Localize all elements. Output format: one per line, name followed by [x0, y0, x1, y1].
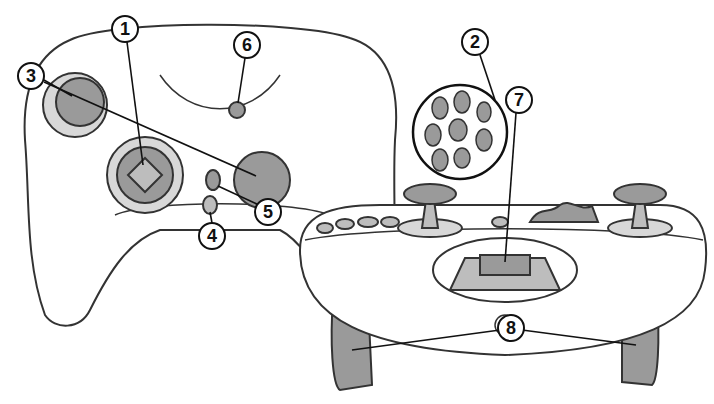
callout-number: 4 — [199, 223, 225, 249]
callout-number: 2 — [462, 29, 488, 55]
small-button — [229, 102, 245, 118]
dpad-ring — [107, 137, 183, 213]
left-stick — [404, 184, 456, 204]
small-button — [203, 196, 217, 214]
callout-circle — [234, 32, 260, 58]
callout-circle — [18, 63, 44, 89]
callout-number: 8 — [498, 315, 524, 341]
callout-circle — [462, 29, 488, 55]
callout-number: 1 — [112, 16, 138, 42]
callout-number: 5 — [255, 199, 281, 225]
dpad-center — [128, 158, 162, 192]
face-buttons — [425, 91, 492, 171]
callout-circle — [112, 16, 138, 42]
callout-circle — [199, 223, 225, 249]
small-button — [206, 170, 220, 190]
leader-lines — [44, 42, 636, 350]
callout-circle — [255, 199, 281, 225]
callout-circle — [498, 315, 524, 341]
left-stick — [56, 78, 104, 126]
grip-pad — [530, 203, 598, 222]
callout-circle — [506, 87, 532, 113]
callout-number: 6 — [234, 32, 260, 58]
highlight-circle — [413, 85, 507, 179]
body-seam — [160, 75, 280, 109]
callout-circles — [18, 16, 532, 341]
callout-number: 7 — [506, 87, 532, 113]
dpad — [117, 147, 173, 203]
rear-recess — [433, 238, 577, 302]
callout-number: 3 — [18, 63, 44, 89]
rear-view — [300, 184, 706, 390]
right-stick — [614, 184, 666, 204]
